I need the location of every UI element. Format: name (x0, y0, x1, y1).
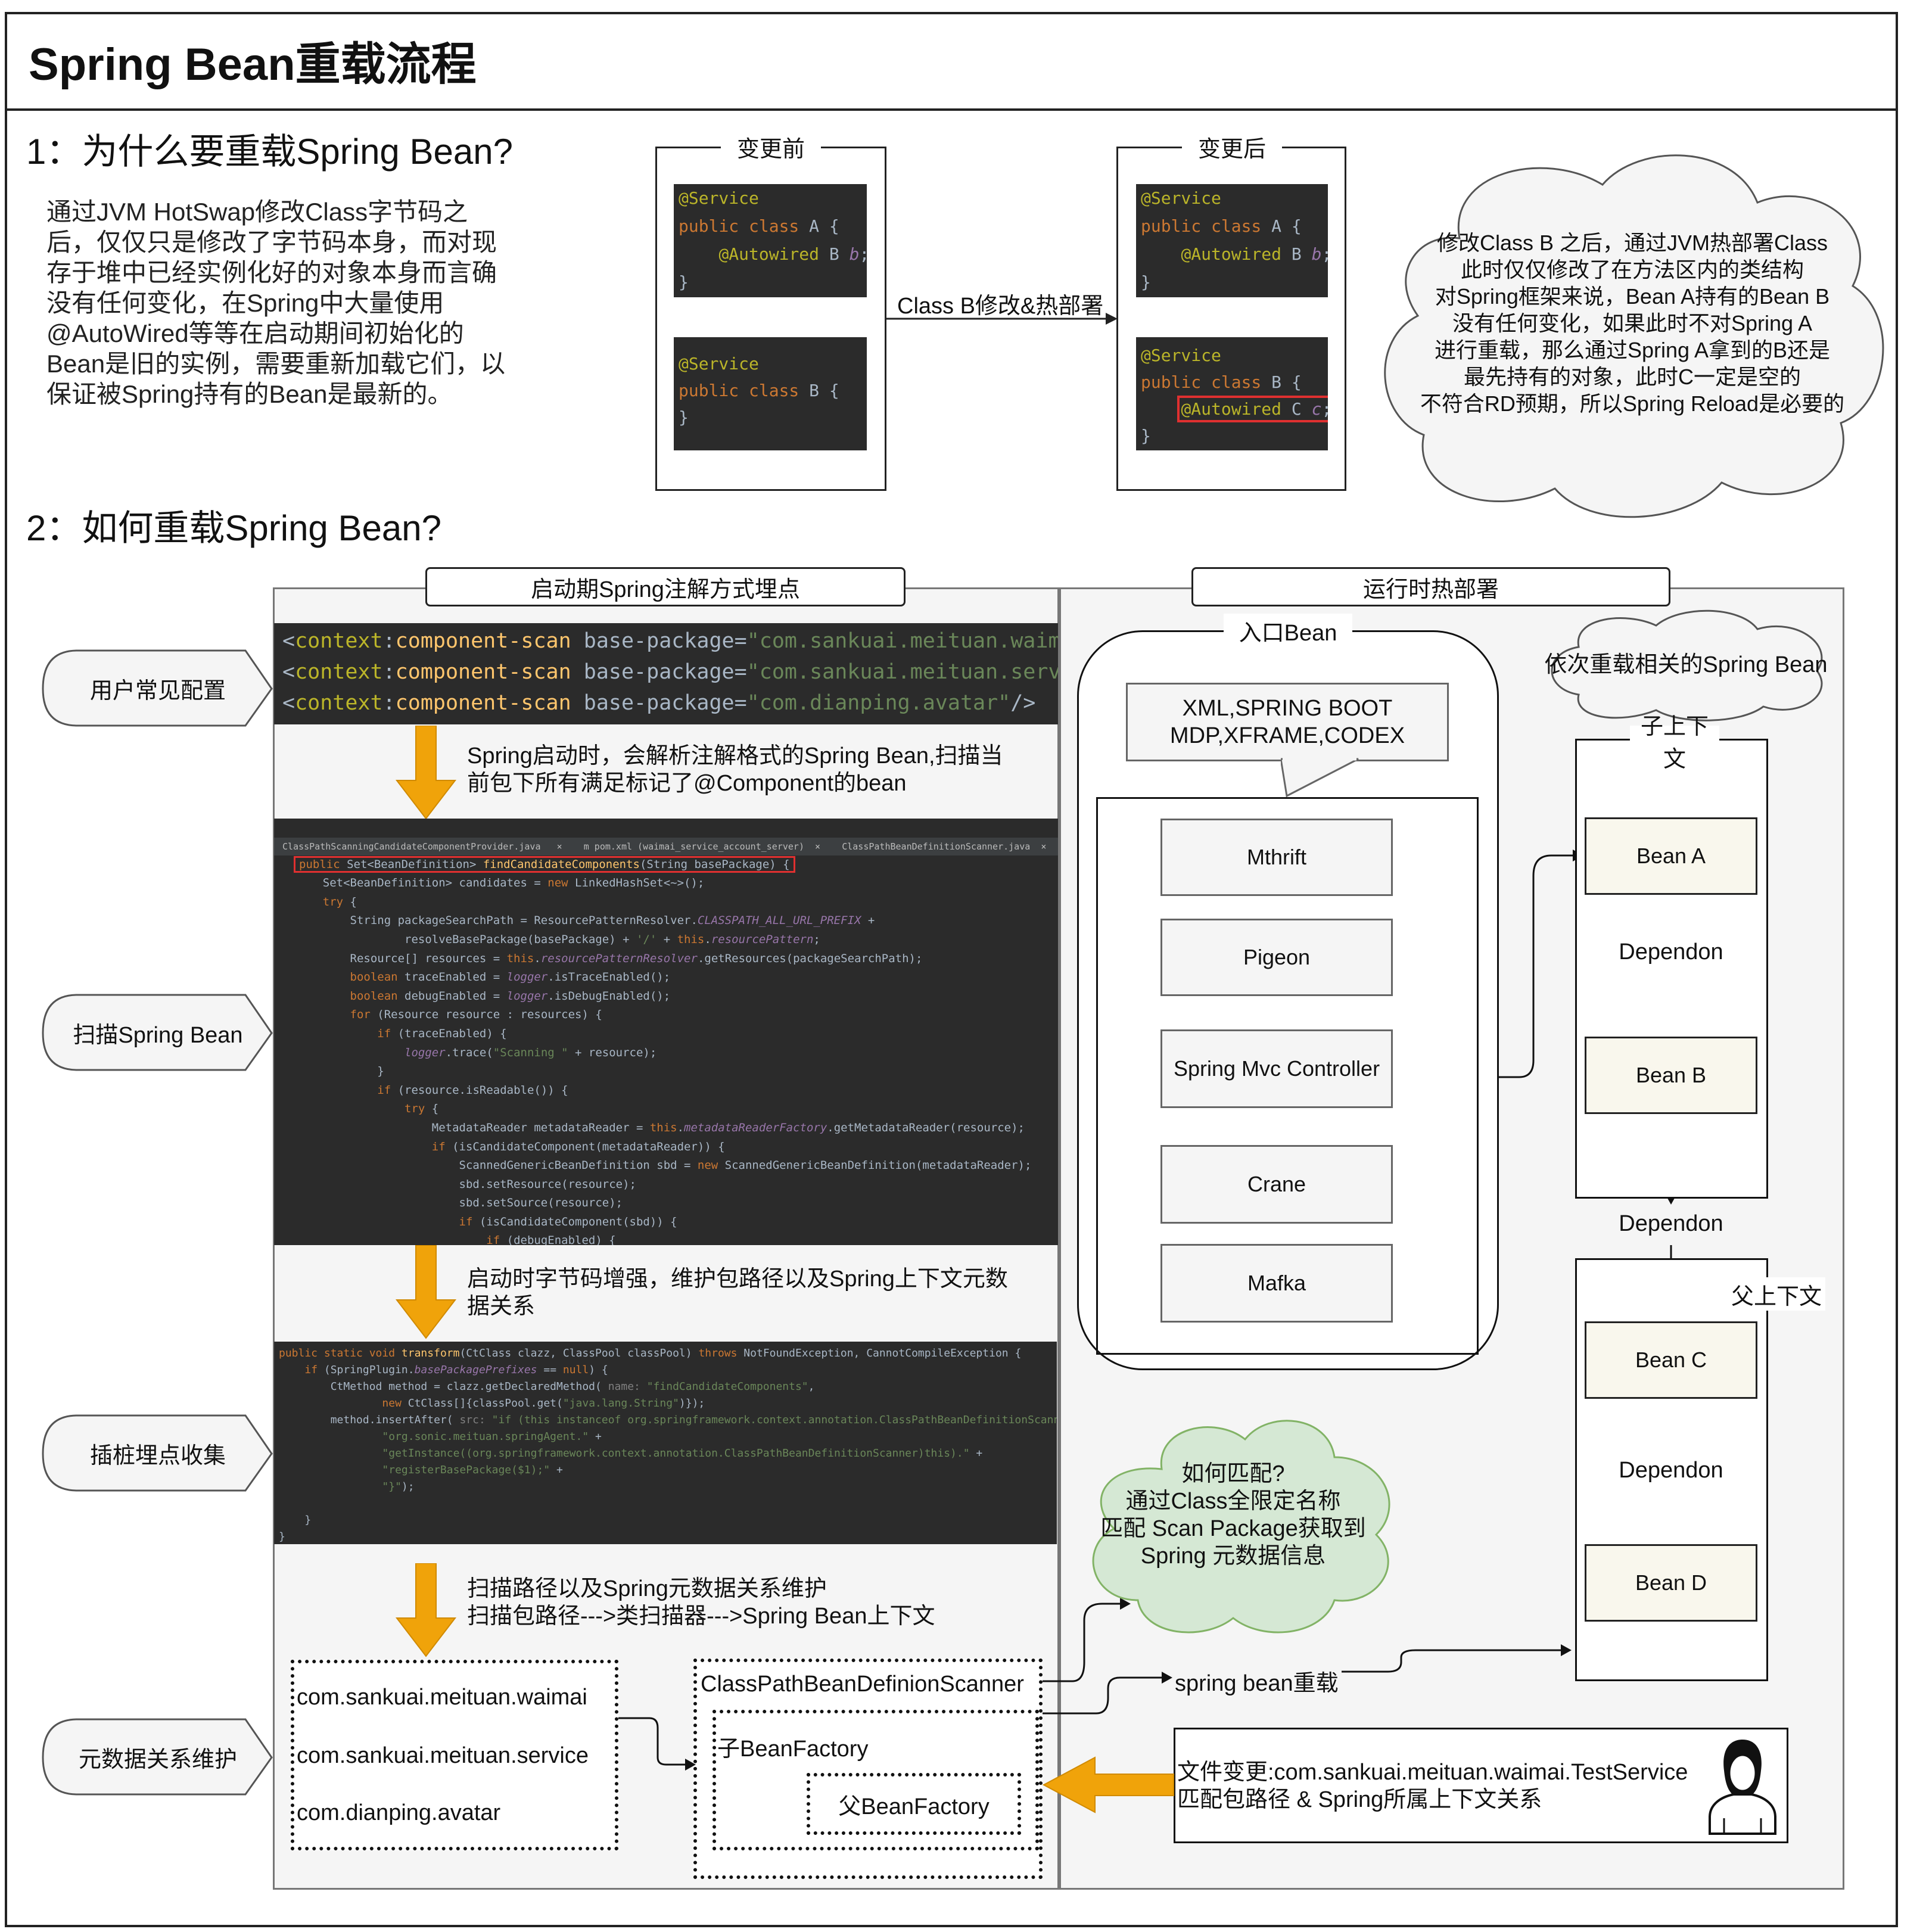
dependon-label: Dependon (1619, 1211, 1723, 1236)
child-bean-factory-label: 子BeanFactory (717, 1737, 869, 1762)
transform-source-code: public static void transform(CtClass cla… (274, 1342, 1057, 1544)
outer-frame (5, 12, 1898, 1927)
cloud-line: 修改Class B 之后，通过JVM热部署Class (1436, 231, 1828, 255)
explanation-cloud (1384, 154, 1884, 518)
entry-mafka: Mafka (1160, 1244, 1393, 1323)
title-divider (5, 108, 1898, 111)
stage-instrumentation: 插桩埋点收集 (89, 1443, 226, 1469)
hotdeploy-arrow (886, 313, 1118, 325)
cloud-line: 进行重载，那么通过Spring A拿到的B还是 (1434, 338, 1831, 362)
package-item: com.sankuai.meituan.service (297, 1743, 589, 1768)
scanner-label: ClassPathBeanDefinionScanner (701, 1672, 1024, 1697)
bean-d: Bean D (1585, 1544, 1757, 1622)
reload-cloud-text: 依次重载相关的Spring Bean (1544, 652, 1828, 677)
file-change-box (1174, 1728, 1788, 1843)
entry-spring-mvc-controller: Spring Mvc Controller (1160, 1029, 1393, 1108)
entry-crane: Crane (1160, 1145, 1393, 1224)
after-code-class-b: @Service public class B { @Autowired C c… (1136, 337, 1328, 450)
parent-context-label: 父上下文 (1728, 1277, 1825, 1311)
child-context-frame (1575, 739, 1768, 1199)
spring-bean-reload-label: spring bean重载 (1175, 1671, 1339, 1696)
entry-types-callout: XML,SPRING BOOT MDP,XFRAME,CODEX (1126, 683, 1449, 761)
cloud-line: 此时仅仅修改了在方法区内的类结构 (1460, 257, 1804, 282)
bean-b: Bean B (1585, 1037, 1757, 1114)
match-cloud (1092, 1420, 1390, 1634)
parent-bean-factory-box: 父BeanFactory (807, 1773, 1021, 1835)
stage-user-config: 用户常见配置 (89, 678, 226, 704)
cloud-line: 没有任何变化，如果此时不对Spring A (1452, 311, 1813, 335)
reload-cloud (1551, 609, 1823, 721)
entry-mthrift: Mthrift (1160, 819, 1393, 896)
step-text-1: Spring启动时，会解析注解格式的Spring Bean,扫描当前包下所有满足… (467, 743, 1003, 796)
hotdeploy-label: Class B修改&热部署 (897, 294, 1104, 319)
package-item: com.dianping.avatar (297, 1800, 501, 1825)
cloud-line: 不符合RD预期，所以Spring Reload是必要的 (1420, 391, 1845, 416)
cloud-line: 对Spring框架来说，Bean A持有的Bean B (1435, 284, 1830, 309)
stage-callouts (42, 649, 273, 1796)
after-label: 变更后 (1182, 132, 1282, 162)
orange-arrow-3 (395, 1563, 457, 1657)
bean-c: Bean C (1585, 1321, 1757, 1399)
step-text-3: 扫描路径以及Spring元数据关系维护 扫描包路径--->类扫描器--->Spr… (467, 1576, 935, 1629)
cloud-line: 最先持有的对象，此时C一定是空的 (1464, 365, 1801, 389)
package-list-box (291, 1660, 618, 1850)
before-code-class-b: @Service public class B { } (674, 337, 867, 450)
before-label: 变更前 (721, 132, 821, 162)
scanner-source-code: ClassPathScanningCandidateComponentProvi… (274, 819, 1058, 1245)
bean-a: Bean A (1585, 817, 1757, 895)
orange-arrow-1 (395, 726, 457, 820)
orange-arrow-2 (395, 1245, 457, 1339)
match-cloud-text: 如何匹配? 通过Class全限定名称 匹配 Scan Package获取到 Sp… (1100, 1461, 1366, 1569)
file-change-text: 文件变更:com.sankuai.meituan.waimai.TestServ… (1177, 1760, 1688, 1812)
developer-user-icon (1709, 1740, 1776, 1835)
page-title: Spring Bean重载流程 (29, 39, 477, 90)
dependon-label: Dependon (1619, 939, 1723, 965)
section2-heading: 2：如何重载Spring Bean? (26, 508, 441, 548)
step-text-2: 启动时字节码增强，维护包路径以及Spring上下文元数据关系 (467, 1267, 1008, 1319)
entry-list-frame (1096, 797, 1479, 1355)
after-code-class-a: @Service public class A { @Autowired B b… (1136, 184, 1328, 297)
stage-scan-bean: 扫描Spring Bean (73, 1022, 243, 1048)
stage-metadata: 元数据关系维护 (78, 1747, 237, 1772)
section1-heading: 1：为什么要重载Spring Bean? (26, 132, 513, 172)
editor-tabs: ClassPathScanningCandidateComponentProvi… (274, 837, 1058, 855)
section1-description: 通过JVM HotSwap修改Class字节码之后，仅仅只是修改了字节码本身，而… (46, 198, 506, 408)
child-context-label: 子上下文 (1630, 714, 1719, 772)
orange-arrow-left (1042, 1756, 1174, 1813)
entry-pigeon: Pigeon (1160, 919, 1393, 996)
explanation-cloud-text: 修改Class B 之后，通过JVM热部署Class 此时仅仅修改了在方法区内的… (1376, 229, 1888, 417)
package-item: com.sankuai.meituan.waimai (297, 1685, 587, 1710)
entry-types-pointer (1281, 758, 1359, 798)
dependon-label: Dependon (1619, 1457, 1723, 1483)
xml-config-code: <context:component-scan base-package="co… (274, 623, 1058, 724)
entry-bean-label: 入口Bean (1224, 614, 1352, 647)
before-code-class-a: @Service public class A { @Autowired B b… (674, 184, 867, 297)
left-panel-title: 启动期Spring注解方式埋点 (425, 567, 906, 606)
right-panel-title: 运行时热部署 (1191, 567, 1670, 606)
